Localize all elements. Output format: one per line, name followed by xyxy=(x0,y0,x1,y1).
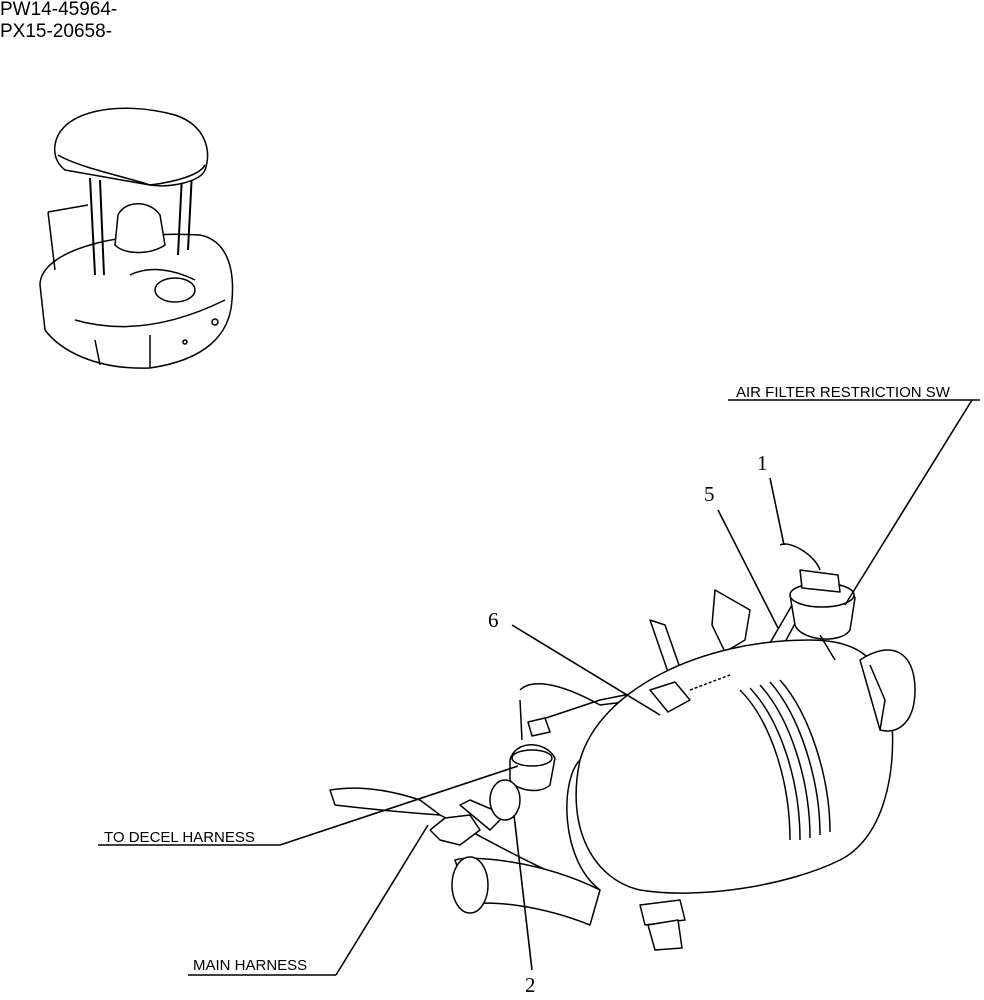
air-filter-restriction-sw-label: AIR FILTER RESTRICTION SW xyxy=(736,384,951,401)
part-2-leader xyxy=(513,814,533,971)
machine-overview xyxy=(39,107,234,369)
part-number-2: 2 xyxy=(525,973,536,997)
leader-lines xyxy=(98,399,980,976)
to-decel-harness-leader xyxy=(279,765,519,846)
main-harness-label: MAIN HARNESS xyxy=(193,957,307,974)
part-6-leader xyxy=(511,624,661,716)
serial-number-1: PW14-45964- xyxy=(0,0,118,20)
part-number-6: 6 xyxy=(488,608,499,632)
main-harness-leader xyxy=(335,824,429,976)
serial-number-2: PX15-20658- xyxy=(0,21,112,42)
part-number-1: 1 xyxy=(757,451,768,475)
air-cleaner-assembly xyxy=(329,543,916,951)
part-1-leader xyxy=(769,477,785,546)
air-filter-sw-leader xyxy=(844,399,973,606)
part-5-leader xyxy=(717,509,779,629)
part-number-5: 5 xyxy=(704,482,715,506)
to-decel-harness-label: TO DECEL HARNESS xyxy=(104,829,255,846)
